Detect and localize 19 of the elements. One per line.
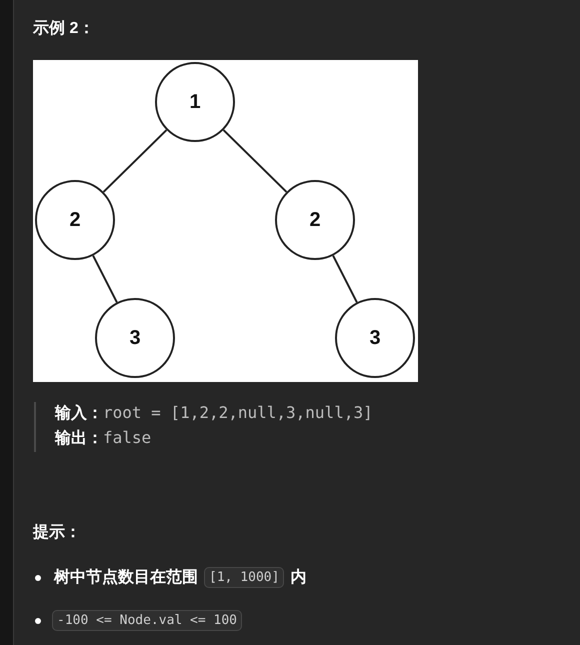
bullet-text: 树中节点数目在范围 <box>54 568 198 588</box>
code-text: false <box>103 428 152 447</box>
connector-line <box>102 129 168 193</box>
tree-node-circle: 3 <box>95 298 175 378</box>
heading: 提示： <box>33 522 81 543</box>
code-text: root = [1,2,2,null,3,null,3] <box>103 403 373 422</box>
connector-line <box>332 255 358 303</box>
tree-node-circle: 2 <box>275 180 355 260</box>
connector-line <box>222 129 288 193</box>
bullet-text: 内 <box>290 568 306 588</box>
tree-node-circle: 1 <box>155 62 235 142</box>
field-label: 输入： <box>55 403 103 424</box>
connector-line <box>92 255 118 303</box>
tree-node-circle: 3 <box>335 298 415 378</box>
tree-node-circle: 2 <box>35 180 115 260</box>
inline-code: [1, 1000] <box>204 567 284 588</box>
heading: 示例 2： <box>33 19 94 39</box>
inline-code: -100 <= Node.val <= 100 <box>52 610 242 631</box>
field-label: 输出： <box>55 428 103 449</box>
